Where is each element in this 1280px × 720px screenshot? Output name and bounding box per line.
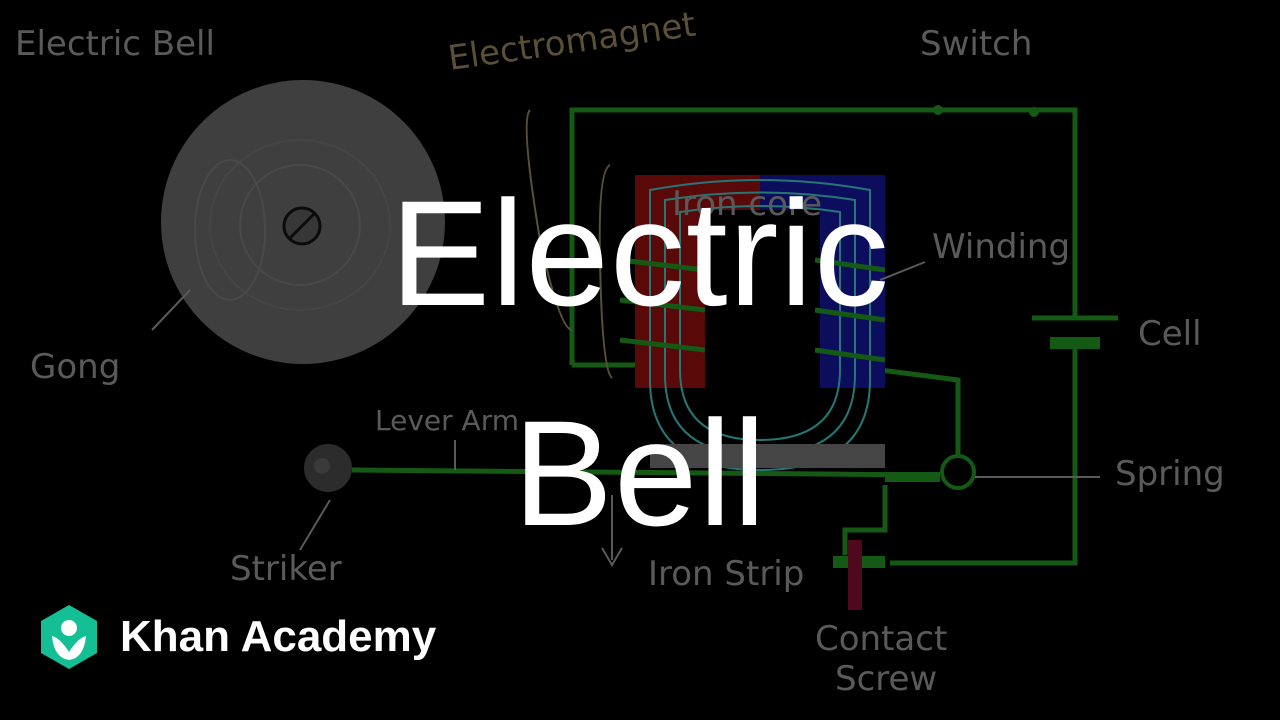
- khan-academy-wordmark: Khan Academy: [120, 612, 437, 661]
- iron-strip-label: Iron Strip: [648, 554, 804, 594]
- lever-arm-label: Lever Arm: [375, 404, 519, 437]
- winding-label: Winding: [932, 227, 1070, 267]
- video-title-line-2: Bell: [512, 389, 768, 557]
- diagram-title-label: Electric Bell: [15, 24, 215, 64]
- spring: [940, 454, 976, 490]
- cell-label: Cell: [1138, 314, 1202, 354]
- khan-academy-logo-icon: [41, 605, 97, 669]
- khan-academy-brand: Khan Academy: [34, 602, 436, 672]
- spring-label: Spring: [1115, 454, 1225, 494]
- gong-label: Gong: [30, 347, 120, 387]
- iron-core-label: Iron core: [672, 184, 822, 224]
- contact-screw: [833, 540, 885, 610]
- contact-screw-label-1: Contact: [815, 619, 947, 659]
- winding-coil: [619, 257, 886, 363]
- circuit-wires: [351, 107, 1078, 566]
- contact-screw-label-2: Screw: [835, 659, 937, 699]
- switch-contact-1: [933, 105, 943, 115]
- switch-label: Switch: [920, 24, 1032, 64]
- switch-contact-2: [1029, 107, 1039, 117]
- cell-symbol: [1032, 315, 1118, 349]
- electromagnet-label: Electromagnet: [446, 5, 698, 79]
- gong: [161, 80, 445, 364]
- iron-strip: [650, 444, 885, 468]
- electromagnet: [619, 175, 886, 472]
- video-title-line-1: Electric: [390, 169, 890, 337]
- striker-label: Striker: [230, 549, 342, 589]
